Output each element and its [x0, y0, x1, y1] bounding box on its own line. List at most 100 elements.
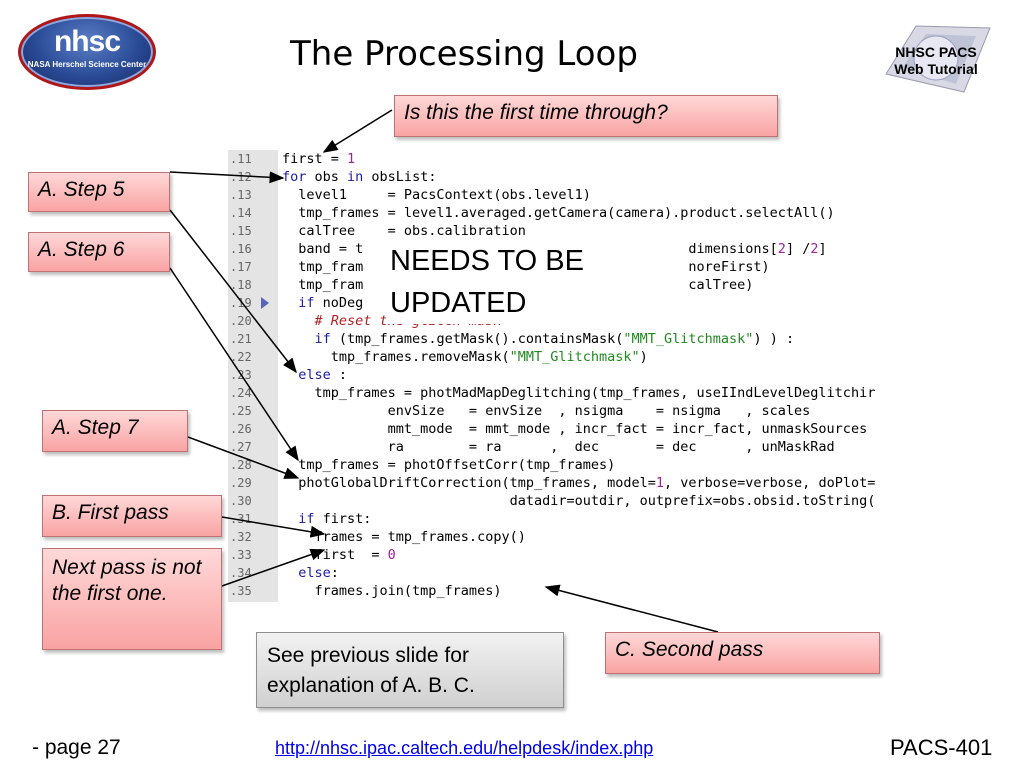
line-number: .29	[230, 476, 252, 490]
line-number: .18	[230, 278, 252, 292]
code-line: .36 del(tmp_frames)	[228, 600, 966, 602]
logo-text: nhsc	[53, 25, 121, 58]
code-token: for	[282, 169, 307, 185]
code-token	[282, 367, 298, 383]
code-text: first = 0	[282, 546, 396, 564]
code-token: (tmp_frames.getMask().containsMask(	[330, 331, 624, 347]
code-token: calTree = obs.calibration	[282, 223, 526, 239]
code-token	[282, 511, 298, 527]
code-token: ra = ra , dec = dec , unMaskRad	[282, 439, 835, 455]
callout-next-pass: Next pass is not the first one.	[42, 548, 222, 650]
code-line: .31 if first:	[228, 510, 966, 528]
code-token: ] /	[785, 241, 811, 257]
code-line: .32 frames = tmp_frames.copy()	[228, 528, 966, 546]
code-token: :	[330, 367, 348, 383]
line-number: .17	[230, 260, 252, 274]
code-token: tmp_fram noreFirst)	[298, 259, 770, 275]
line-number: .21	[230, 332, 252, 346]
line-number: .30	[230, 494, 252, 508]
code-token: in	[347, 169, 364, 185]
callout-first-time: Is this the first time through?	[394, 95, 778, 137]
code-token: level1 = PacsContext(obs.level1)	[282, 187, 591, 203]
code-token: datadir=outdir, outprefix=obs.obsid.toSt…	[282, 493, 876, 509]
code-text: tmp_frames = photMadMapDeglitching(tmp_f…	[282, 384, 876, 402]
code-text: tmp_fram calTree)	[282, 276, 753, 294]
code-token: frames.join(tmp_frames)	[282, 583, 502, 599]
line-number: .23	[230, 368, 252, 382]
line-number: .16	[230, 242, 252, 256]
code-token: photGlobalDriftCorrection(tmp_frames, mo…	[282, 475, 656, 491]
code-line: .24 tmp_frames = photMadMapDeglitching(t…	[228, 384, 966, 402]
code-text: photGlobalDriftCorrection(tmp_frames, mo…	[282, 474, 875, 492]
code-token: first =	[282, 547, 388, 563]
code-text: for obs in obsList:	[282, 168, 436, 186]
code-line: .15 calTree = obs.calibration	[228, 222, 966, 240]
code-text: level1 = PacsContext(obs.level1)	[282, 186, 591, 204]
code-token: ]	[818, 241, 827, 257]
code-token: envSize = envSize , nsigma = nsigma , sc…	[282, 403, 811, 419]
code-token: mmt_mode = mmt_mode , incr_fact = incr_f…	[282, 421, 868, 437]
see-previous-note: See previous slide for explanation of A.…	[256, 632, 564, 708]
code-token: else	[298, 565, 331, 581]
code-text: del(tmp_frames)	[282, 600, 420, 602]
line-number: .31	[230, 512, 252, 526]
code-token: first:	[314, 511, 372, 527]
line-number: .20	[230, 314, 252, 328]
callout-first-pass: B. First pass	[42, 495, 222, 537]
tutorial-line2: Web Tutorial	[894, 61, 978, 77]
needs-update-note: NEEDS TO BE UPDATED	[386, 240, 644, 324]
line-number: .36	[230, 600, 258, 602]
code-token: "MMT_Glitchmask"	[509, 349, 640, 365]
code-token: del(tmp_frames)	[282, 601, 420, 602]
line-number: .19	[230, 296, 252, 310]
code-line: .14 tmp_frames = level1.averaged.getCame…	[228, 204, 966, 222]
code-line: .25 envSize = envSize , nsigma = nsigma …	[228, 402, 966, 420]
logo-subtext: NASA Herschel Science Center	[27, 60, 147, 69]
code-text: else:	[282, 564, 339, 582]
code-token: tmp_fram calTree)	[298, 277, 754, 293]
code-token: else	[298, 367, 331, 383]
callout-step5: A. Step 5	[28, 172, 170, 212]
code-text: if (tmp_frames.getMask().containsMask("M…	[282, 330, 795, 348]
code-text: if noDeg	[282, 294, 363, 312]
code-text: if first:	[282, 510, 371, 528]
code-text: ra = ra , dec = dec , unMaskRad	[282, 438, 835, 456]
code-text: datadir=outdir, outprefix=obs.obsid.toSt…	[282, 492, 876, 510]
code-token: if	[298, 511, 315, 527]
code-text: first = 1	[282, 150, 355, 168]
code-text: band = t dimensions[2] /2]	[282, 240, 827, 258]
code-token	[282, 295, 298, 311]
code-token	[282, 331, 315, 347]
code-line: .23 else :	[228, 366, 966, 384]
code-line: .28 tmp_frames = photOffsetCorr(tmp_fram…	[228, 456, 966, 474]
code-text: frames = tmp_frames.copy()	[282, 528, 526, 546]
code-line: .22 tmp_frames.removeMask("MMT_Glitchmas…	[228, 348, 966, 366]
code-token: 0	[387, 547, 396, 563]
code-token	[282, 565, 298, 581]
code-text: tmp_fram noreFirst)	[282, 258, 770, 276]
code-text: tmp_frames.removeMask("MMT_Glitchmask")	[282, 348, 648, 366]
nhsc-logo: nhsc NASA Herschel Science Center	[18, 14, 156, 90]
line-number: .32	[230, 530, 252, 544]
line-number: .33	[230, 548, 252, 562]
helpdesk-link[interactable]: http://nhsc.ipac.caltech.edu/helpdesk/in…	[275, 738, 654, 758]
code-text: else :	[282, 366, 347, 384]
code-line: .30 datadir=outdir, outprefix=obs.obsid.…	[228, 492, 966, 510]
web-tutorial-logo: NHSC PACS Web Tutorial	[872, 14, 1000, 100]
page-number: - page 27	[32, 736, 121, 759]
code-text: tmp_frames = level1.averaged.getCamera(c…	[282, 204, 835, 222]
code-text: calTree = obs.calibration	[282, 222, 526, 240]
code-token: tmp_frames = level1.averaged.getCamera(c…	[282, 205, 835, 221]
code-token: obsList:	[363, 169, 437, 185]
line-number: .13	[230, 188, 252, 202]
code-text: frames.join(tmp_frames)	[282, 582, 502, 600]
code-token	[282, 313, 315, 329]
code-token: ) ) :	[753, 331, 795, 347]
telescope-icon	[885, 25, 991, 93]
line-number: .14	[230, 206, 252, 220]
callout-step7: A. Step 7	[42, 410, 188, 452]
code-text: envSize = envSize , nsigma = nsigma , sc…	[282, 402, 811, 420]
